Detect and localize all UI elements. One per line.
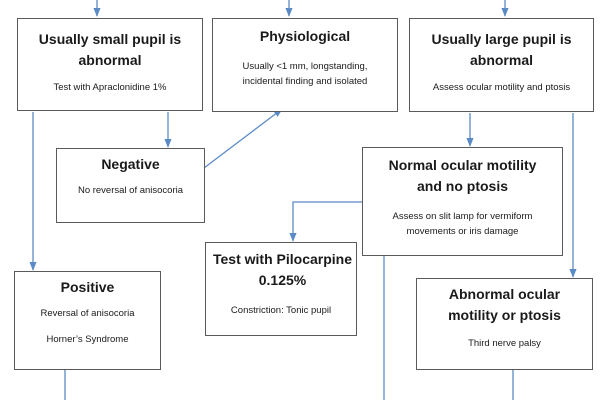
node-normal-motility-detail: Assess on slit lamp for vermiform moveme… xyxy=(392,211,533,237)
node-large-pupil-detail: Assess ocular motility and ptosis xyxy=(432,82,571,93)
node-pilocarpine-title: Test with Pilocarpine 0.125% xyxy=(213,251,352,288)
node-physiological-title: Physiological xyxy=(259,28,351,44)
node-physiological-detail: Usually <1 mm, longstanding, incidental … xyxy=(242,61,368,87)
node-normal-motility-title: Normal ocular motility and no ptosis xyxy=(388,157,537,194)
node-large-pupil-title: Usually large pupil is abnormal xyxy=(431,31,572,68)
arrow-negative-to-physiological xyxy=(203,108,283,169)
node-abnormal-motility-detail: Third nerve palsy xyxy=(468,338,541,349)
node-positive: Positive Reversal of anisocoria Horner’s… xyxy=(14,271,161,370)
node-normal-motility: Normal ocular motility and no ptosis Ass… xyxy=(362,147,563,256)
node-large-pupil-abnormal: Usually large pupil is abnormal Assess o… xyxy=(409,18,594,112)
node-positive-detail-horner: Horner’s Syndrome xyxy=(46,334,129,345)
node-small-pupil-abnormal: Usually small pupil is abnormal Test wit… xyxy=(17,18,203,111)
node-positive-detail-reversal: Reversal of anisocoria xyxy=(40,308,135,319)
node-positive-title: Positive xyxy=(60,279,115,295)
node-physiological: Physiological Usually <1 mm, longstandin… xyxy=(212,18,398,112)
node-abnormal-motility: Abnormal ocular motility or ptosis Third… xyxy=(416,278,593,370)
node-pilocarpine-test: Test with Pilocarpine 0.125% Constrictio… xyxy=(205,242,357,336)
node-negative: Negative No reversal of anisocoria xyxy=(56,148,205,223)
node-abnormal-motility-title: Abnormal ocular motility or ptosis xyxy=(448,286,561,323)
node-negative-detail: No reversal of anisocoria xyxy=(77,185,184,196)
node-small-pupil-title: Usually small pupil is abnormal xyxy=(38,31,182,68)
node-pilocarpine-detail: Constriction: Tonic pupil xyxy=(230,305,332,316)
node-small-pupil-detail: Test with Apraclonidine 1% xyxy=(53,82,167,93)
arrow-normal-motility-to-pilocarpine xyxy=(289,201,362,242)
node-negative-title: Negative xyxy=(101,156,160,172)
